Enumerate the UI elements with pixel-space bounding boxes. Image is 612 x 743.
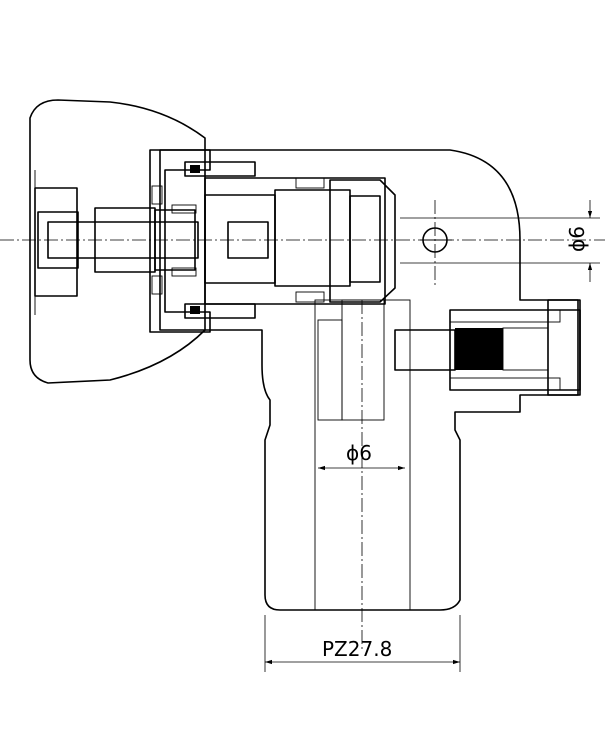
dimension-label-thread: PZ27.8 xyxy=(322,637,392,661)
dimension-bore-vertical: ϕ6 xyxy=(318,441,405,471)
dimension-thread: PZ27.8 xyxy=(264,615,461,672)
dimension-bore-side: ϕ6 xyxy=(400,200,600,282)
valve-body xyxy=(159,149,581,611)
side-port-circle xyxy=(422,227,448,253)
valve-disc-assembly xyxy=(204,177,381,303)
rubber-seal xyxy=(455,328,503,370)
inner-chamber xyxy=(204,177,456,611)
filter-element xyxy=(502,327,549,371)
side-fitting xyxy=(449,299,581,396)
dimension-label-bore-vertical: ϕ6 xyxy=(346,441,372,465)
dimension-label-bore-side: ϕ6 xyxy=(565,226,589,252)
handwheel-knob xyxy=(29,99,206,384)
center-lines xyxy=(0,200,605,650)
